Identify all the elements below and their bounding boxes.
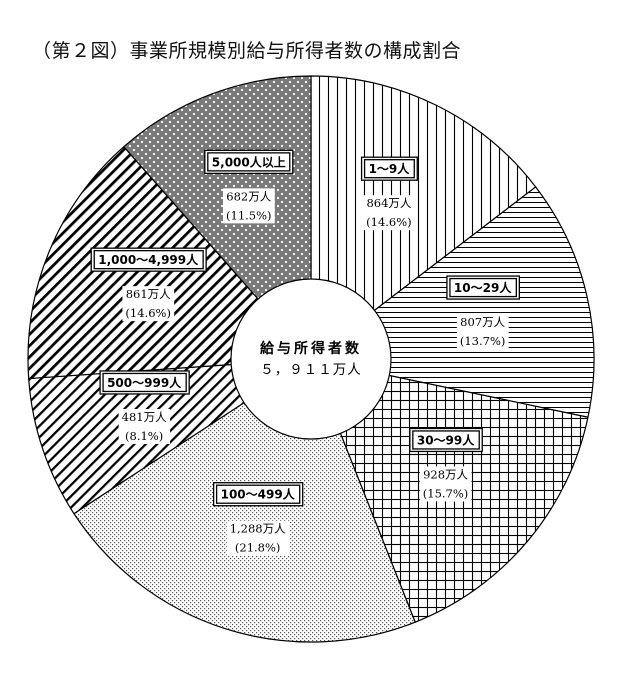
slice-percent-label-3: (21.8%): [235, 541, 281, 555]
slice-value-group-1: 807万人 (13.7%): [456, 314, 509, 350]
slice-category-label-2: 30～99人: [417, 432, 475, 447]
slice-value-group-4: 481万人 (8.1%): [118, 408, 171, 444]
slice-percent-label-2: (15.7%): [423, 486, 469, 500]
slice-category-badge-2: 30～99人: [409, 427, 483, 453]
slice-category-badge-5: 1,000～4,999人: [90, 247, 207, 272]
slice-value-group-5: 861万人 (14.6%): [122, 286, 175, 322]
slice-category-badge-1: 10～29人: [446, 275, 520, 300]
slice-value-label-2: 928万人: [423, 467, 468, 481]
center-label-total: ５，９１１万人: [260, 362, 362, 378]
center-label-title: 給与所得者数: [260, 340, 362, 357]
pie-slice-6: [123, 75, 312, 361]
slice-value-group-3: 1,288万人 (21.8%): [226, 520, 290, 556]
donut-hole: [230, 278, 392, 440]
slice-percent-label-1: (13.7%): [460, 334, 506, 348]
slice-category-label-5: 1,000～4,999人: [98, 252, 199, 267]
slice-category-label-3: 100～499人: [221, 487, 296, 502]
slice-value-label-6: 682万人: [226, 189, 271, 203]
slice-percent-label-6: (11.5%): [226, 208, 272, 222]
chart-title: （第２図）事業所規模別給与所得者数の構成割合: [32, 40, 462, 62]
slice-value-group-0: 864万人 (14.6%): [363, 195, 415, 231]
slice-category-label-6: 5,000人以上: [212, 154, 286, 169]
slice-value-group-6: 682万人 (11.5%): [223, 188, 275, 224]
slice-value-label-0: 864万人: [366, 196, 411, 210]
slice-value-group-2: 928万人 (15.7%): [419, 466, 472, 502]
slice-category-label-1: 10～29人: [454, 280, 512, 295]
slice-category-label-0: 1～9人: [369, 161, 411, 176]
slice-category-badge-3: 100～499人: [212, 482, 304, 507]
slice-value-label-1: 807万人: [460, 315, 505, 329]
slice-percent-label-4: (8.1%): [125, 429, 163, 443]
slice-value-label-5: 861万人: [126, 287, 171, 301]
slice-value-label-3: 1,288万人: [230, 522, 286, 536]
slice-percent-label-0: (14.6%): [366, 215, 412, 229]
slice-category-label-4: 500～999人: [107, 375, 182, 390]
slice-category-badge-4: 500～999人: [99, 370, 190, 395]
slice-percent-label-5: (14.6%): [125, 306, 171, 320]
pie-slice-0: [310, 75, 537, 361]
slice-value-label-4: 481万人: [122, 410, 167, 424]
slice-category-badge-0: 1～9人: [360, 156, 418, 181]
slice-category-badge-6: 5,000人以上: [204, 149, 294, 175]
